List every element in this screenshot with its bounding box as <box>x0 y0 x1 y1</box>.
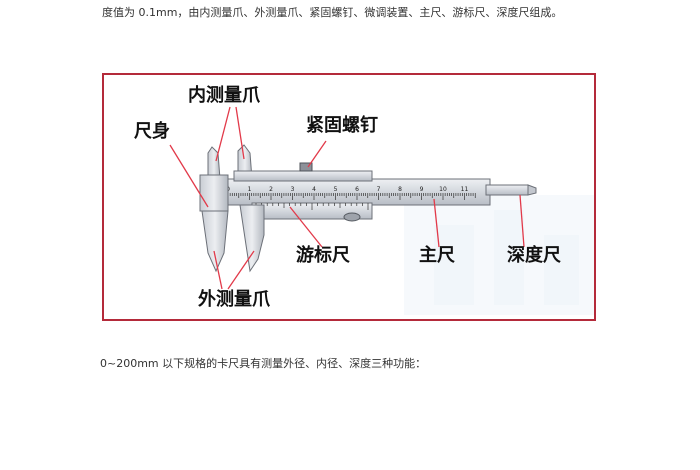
vernier-slider <box>233 144 373 273</box>
main-scale-number: 10 <box>439 186 447 193</box>
caliper-diagram: 01234567891011 <box>169 106 594 315</box>
label-main-scale: 主尺 <box>419 245 455 266</box>
main-scale-number: 5 <box>334 186 338 193</box>
screw-head-icon <box>299 162 313 172</box>
thumb-wheel-icon <box>343 212 361 222</box>
label-outer-jaw: 外测量爪 <box>198 289 270 310</box>
label-depth-rod: 深度尺 <box>507 245 561 266</box>
main-scale-ticks <box>227 193 476 200</box>
label-vernier: 游标尺 <box>296 245 350 266</box>
main-scale-number: 9 <box>420 186 424 193</box>
main-scale-number: 4 <box>312 186 316 193</box>
main-scale-number: 2 <box>269 186 273 193</box>
main-scale-number: 3 <box>291 186 295 193</box>
intro-paragraph: 度值为 0.1mm，由内测量爪、外测量爪、紧固螺钉、微调装置、主尺、游标尺、深度… <box>102 6 563 19</box>
main-scale-number: 6 <box>355 186 359 193</box>
label-locking-screw: 紧固螺钉 <box>306 115 378 136</box>
main-scale-number: 8 <box>398 186 402 193</box>
main-scale-number: 11 <box>461 186 469 193</box>
caliper-figure: 01234567891011 <box>102 73 596 321</box>
background-decoration <box>404 195 594 315</box>
function-note: 0~200mm 以下规格的卡尺具有测量外径、内径、深度三种功能： <box>100 357 427 370</box>
main-scale-number: 1 <box>248 186 252 193</box>
main-beam: 01234567891011 <box>199 178 537 206</box>
label-ruler-body: 尺身 <box>134 121 170 142</box>
label-inner-jaw: 内测量爪 <box>188 85 260 106</box>
pointer-lines <box>169 106 525 290</box>
main-scale-number: 7 <box>377 186 381 193</box>
vernier-scale-ticks <box>255 203 369 210</box>
